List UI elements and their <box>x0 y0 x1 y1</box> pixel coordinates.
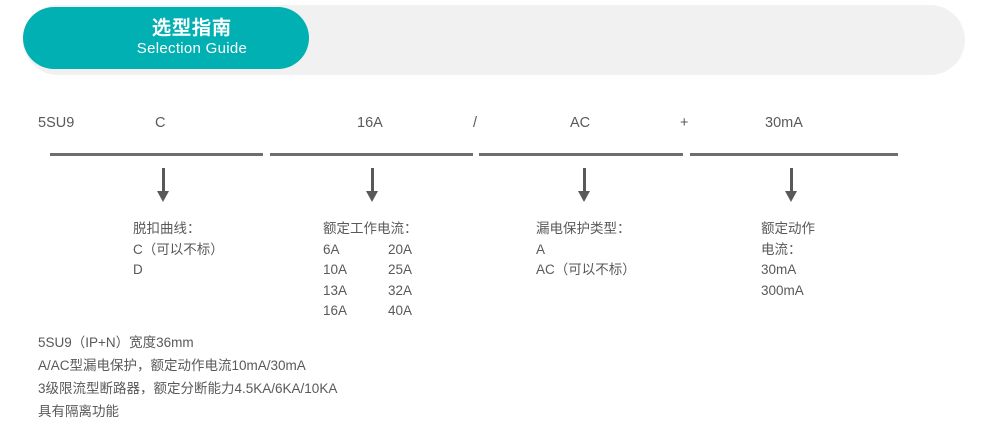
note-line: 3级限流型断路器，额定分断能力4.5KA/6KA/10KA <box>38 381 338 396</box>
description-value: 30mA <box>761 262 797 277</box>
description-heading: 额定工作电流： <box>323 221 418 236</box>
arrow-head <box>785 191 797 202</box>
description-block-leakage-protection-type: 漏电保护类型： A AC（可以不标） <box>536 219 636 281</box>
arrow-head <box>157 191 169 202</box>
description-value: 10A <box>323 262 348 277</box>
down-arrow-icon <box>365 168 379 202</box>
arrow-shaft <box>162 168 165 193</box>
description-block-rated-residual-current: 额定动作电流： 30mA 300mA <box>761 219 815 301</box>
description-value: D <box>133 262 143 277</box>
description-block-tripping-curve: 脱扣曲线： C（可以不标） D <box>133 219 224 281</box>
product-code-row: 5SU9 C 16A / AC +30mA <box>0 113 990 137</box>
description-value: 16A <box>323 303 348 318</box>
page-title-english: Selection Guide <box>136 40 248 57</box>
rule-segment <box>50 153 263 156</box>
description-value: AC（可以不标） <box>536 262 636 277</box>
down-arrow-icon <box>577 168 591 202</box>
description-value: 40A <box>388 303 413 318</box>
arrow-shaft <box>583 168 586 193</box>
selection-guide-header-pill: 选型指南 Selection Guide <box>23 7 309 69</box>
rule-segment <box>690 153 898 156</box>
note-line: 具有隔离功能 <box>38 404 119 419</box>
arrow-head <box>366 191 378 202</box>
segment-arrows <box>0 168 990 208</box>
arrow-shaft <box>790 168 793 193</box>
rule-segment <box>270 153 473 156</box>
code-token: C <box>155 115 166 131</box>
note-line: 5SU9（IP+N）宽度36mm <box>38 335 194 350</box>
description-value: 32A <box>388 282 413 298</box>
code-token: 16A <box>357 115 383 131</box>
segment-rules <box>0 153 990 157</box>
arrow-shaft <box>371 168 374 193</box>
code-token: AC <box>570 115 591 131</box>
code-token: / <box>473 115 478 131</box>
description-value: 20A <box>388 241 413 257</box>
rule-segment <box>479 153 683 156</box>
description-column: 6A 10A 13A 16A <box>323 240 388 322</box>
description-value: C（可以不标） <box>133 241 224 257</box>
description-value: A <box>536 241 546 257</box>
description-value: 300mA <box>761 282 804 298</box>
description-block-rated-current: 额定工作电流： 6A 10A 13A 16A 20A 25A 32A 40A <box>323 219 418 322</box>
note-line: A/AC型漏电保护，额定动作电流10mA/30mA <box>38 358 306 373</box>
code-token: 5SU9 <box>38 115 75 131</box>
description-columns: 6A 10A 13A 16A 20A 25A 32A 40A <box>323 240 418 322</box>
page-title-chinese: 选型指南 <box>151 18 232 39</box>
code-token: + <box>680 115 689 131</box>
arrow-head <box>578 191 590 202</box>
description-value: 电流： <box>761 241 802 257</box>
description-value: 25A <box>388 262 413 277</box>
down-arrow-icon <box>784 168 798 202</box>
description-heading: 额定动作 <box>761 221 815 236</box>
description-heading: 脱扣曲线： <box>133 221 201 236</box>
description-value: 6A <box>323 241 340 257</box>
description-heading: 漏电保护类型： <box>536 221 631 236</box>
description-column: 20A 25A 32A 40A <box>388 240 412 322</box>
code-token: 30mA <box>765 115 803 131</box>
description-value: 13A <box>323 282 348 298</box>
down-arrow-icon <box>156 168 170 202</box>
